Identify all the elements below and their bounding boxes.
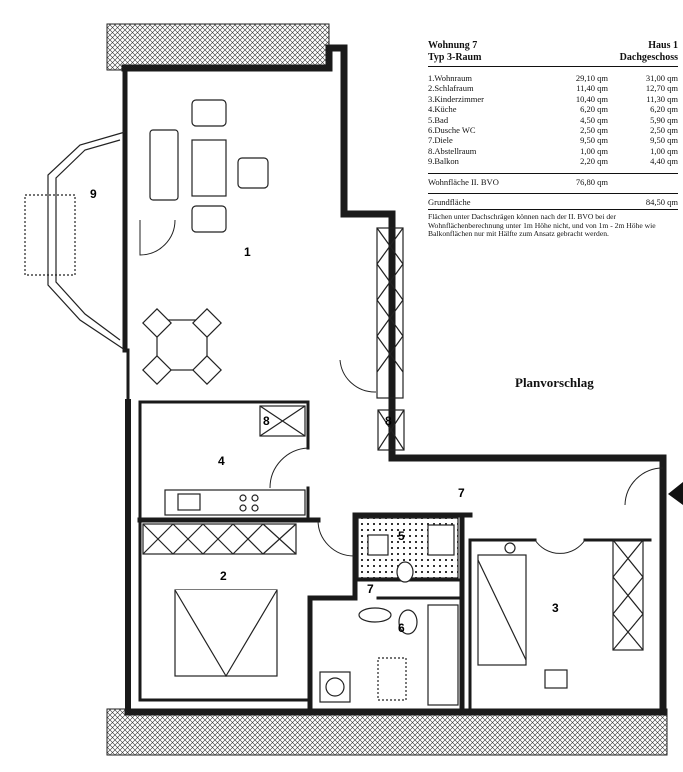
area-value-gross: 2,50 qm <box>650 124 678 135</box>
room-name: 3.Kinderzimmer <box>428 93 484 104</box>
area-value: 9,50 qm <box>580 135 608 146</box>
area-value: 11,40 qm <box>576 83 608 94</box>
room-label-1: 1 <box>244 245 251 259</box>
area-value-gross: 1,00 qm <box>650 145 678 156</box>
area-note: Flächen unter Dachschrägen können nach d… <box>428 211 656 239</box>
area-table: Wohnung 7 Haus 1 Typ 3-Raum Dachgeschoss… <box>428 40 678 239</box>
living-area-label: Wohnfläche II. BVO <box>428 176 499 187</box>
room-label-5: 5 <box>398 529 405 543</box>
bathroom-fixtures <box>319 517 459 706</box>
area-table-row: 1.Wohnraum 29,10 qm 31,00 qm <box>428 73 678 83</box>
area-value-gross: 5,90 qm <box>650 114 678 125</box>
room-label-7: 7 <box>458 486 465 500</box>
room-name: 1.Wohnraum <box>428 73 472 83</box>
room-label-7-wc: 7 <box>367 582 374 596</box>
balcony <box>24 131 126 351</box>
living-area-value: 76,80 qm <box>575 176 608 187</box>
room-name: 5.Bad <box>428 114 449 125</box>
room-labels: 1 2 3 4 5 6 7 8 8 9 7 <box>90 187 559 635</box>
apartment-title: Wohnung 7 <box>428 40 478 51</box>
room-label-4: 4 <box>218 454 225 468</box>
floor-area-row: Grundfläche 84,50 qm <box>428 192 678 210</box>
bed <box>174 589 278 678</box>
apartment-type: Typ 3-Raum <box>428 52 482 63</box>
area-table-row: 7.Diele 9,50 qm 9,50 qm <box>428 135 678 145</box>
kitchen-counter <box>164 489 306 516</box>
doors <box>139 219 664 557</box>
area-table-row: 2.Schlafraum 11,40 qm 12,70 qm <box>428 83 678 93</box>
area-value: 6,20 qm <box>580 104 608 115</box>
floor-area-label: Grundfläche <box>428 196 471 207</box>
area-table-subheader: Typ 3-Raum Dachgeschoss <box>428 52 678 67</box>
area-table-row: 3.Kinderzimmer 10,40 qm 11,30 qm <box>428 94 678 104</box>
area-value-gross: 6,20 qm <box>650 104 678 115</box>
area-table-row: 5.Bad 4,50 qm 5,90 qm <box>428 115 678 125</box>
area-table-row: 9.Balkon 2,20 qm 4,40 qm <box>428 156 678 166</box>
room-name: 7.Diele <box>428 135 453 146</box>
house-title: Haus 1 <box>648 40 678 51</box>
area-value: 29,10 qm <box>575 73 608 83</box>
area-value-gross: 12,70 qm <box>645 83 678 94</box>
area-value: 10,40 qm <box>575 93 608 104</box>
room-name: 2.Schlafraum <box>428 83 474 94</box>
area-value: 1,00 qm <box>580 145 608 156</box>
walls <box>121 44 667 716</box>
room-label-6: 6 <box>398 621 405 635</box>
living-furniture <box>142 99 269 385</box>
floor-area-value: 84,50 qm <box>645 196 678 207</box>
area-value: 2,50 qm <box>580 124 608 135</box>
area-table-row: 6.Dusche WC 2,50 qm 2,50 qm <box>428 125 678 135</box>
area-value-gross: 31,00 qm <box>645 73 678 83</box>
room-name: 4.Küche <box>428 104 457 115</box>
area-table-rows: 1.Wohnraum 29,10 qm 31,00 qm 2.Schlafraum 11… <box>428 73 678 167</box>
area-value-gross: 4,40 qm <box>650 156 678 167</box>
area-value: 4,50 qm <box>580 114 608 125</box>
area-table-header: Wohnung 7 Haus 1 <box>428 40 678 52</box>
floor-name: Dachgeschoss <box>619 52 678 63</box>
area-table-row: 8.Abstellraum 1,00 qm 1,00 qm <box>428 146 678 156</box>
room-label-2: 2 <box>220 569 227 583</box>
plan-title: Planvorschlag <box>515 375 594 390</box>
room-name: 8.Abstellraum <box>428 145 477 156</box>
room-label-3: 3 <box>552 601 559 615</box>
area-value-gross: 11,30 qm <box>646 93 678 104</box>
area-value: 2,20 qm <box>580 156 608 167</box>
room-name: 9.Balkon <box>428 156 459 167</box>
living-area-row: Wohnfläche II. BVO 76,80 qm <box>428 172 678 187</box>
roof-strip-bottom <box>106 708 668 756</box>
roof-strip-top <box>106 23 330 71</box>
kids-bed <box>477 542 568 689</box>
area-table-row: 4.Küche 6,20 qm 6,20 qm <box>428 104 678 114</box>
room-label-8a: 8 <box>263 414 270 428</box>
entrance-arrow-icon <box>668 482 683 505</box>
wardrobes <box>142 227 644 651</box>
room-label-9: 9 <box>90 187 97 201</box>
room-name: 6.Dusche WC <box>428 124 476 135</box>
room-label-8b: 8 <box>385 414 392 428</box>
area-value-gross: 9,50 qm <box>650 135 678 146</box>
